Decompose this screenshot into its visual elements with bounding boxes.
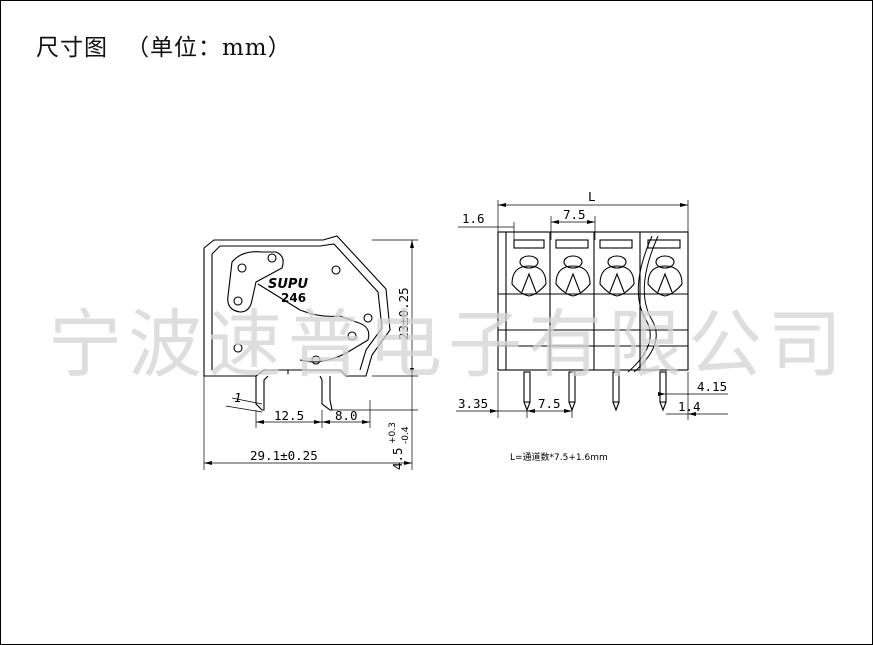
- front-pin-1: [523, 371, 531, 412]
- dim-text-tol-minus: -0.4: [401, 426, 411, 444]
- wire-entry-2: [555, 255, 591, 297]
- clamp-spring: [257, 283, 370, 363]
- drawing-title: 尺寸图 （单位：mm）: [36, 28, 292, 62]
- title-unit: （单位：mm）: [126, 35, 292, 61]
- spring-lever-plate: [227, 251, 284, 313]
- hole-2: [267, 253, 277, 263]
- formula-text: L=通道数*7.5+1.6mm: [510, 451, 608, 463]
- dim-text-edge: 1.6: [462, 211, 485, 226]
- break-line-2: [633, 235, 659, 373]
- front-view: [456, 200, 728, 420]
- break-line: [627, 235, 653, 373]
- dim-text-pin-length: 4.5: [390, 447, 405, 470]
- front-pin-2: [568, 371, 576, 412]
- dim-text-pitch-bottom: 7.5: [538, 396, 561, 411]
- hole-7: [311, 355, 321, 365]
- dim-text-tol-plus: +0.3: [388, 422, 398, 444]
- dim-text-width: 29.1±0.25: [250, 448, 318, 463]
- hole-6: [347, 331, 357, 341]
- dim-text-height: 23±0.25: [396, 287, 411, 340]
- title-main: 尺寸图: [36, 35, 108, 61]
- dim-arrows-right: [658, 392, 696, 416]
- dim-text-pin-offset: 12.5: [274, 408, 304, 423]
- hole-3: [233, 296, 243, 306]
- pin-right: [319, 375, 333, 411]
- hole-4: [331, 265, 341, 275]
- hole-5: [363, 313, 373, 323]
- dim-text-L: L: [588, 189, 596, 204]
- pin-left: [255, 375, 269, 411]
- side-housing-outline: [203, 235, 391, 377]
- dim-text-thickness: 1: [234, 390, 242, 405]
- hole-1: [237, 263, 247, 273]
- dim-leader-thickness: [225, 405, 263, 413]
- dim-text-pin-right: 4.15: [697, 379, 727, 394]
- front-pin-4: [659, 371, 667, 412]
- logo-supu: SUPU: [268, 277, 308, 292]
- dim-text-pitch-top: 7.5: [563, 207, 586, 222]
- slot-1: [513, 239, 545, 249]
- dim-text-pin-pitch: 8.0: [335, 408, 358, 423]
- dim-text-pin-left: 3.35: [458, 396, 488, 411]
- slot-2: [555, 239, 589, 249]
- slot-3: [599, 239, 633, 249]
- dim-text-pin-right-small: 1.4: [678, 399, 701, 414]
- front-body: [497, 231, 689, 371]
- wire-entry-1: [511, 255, 547, 297]
- hole-8: [233, 343, 243, 353]
- front-pin-3: [612, 371, 620, 412]
- dim-arrows-bottom: [490, 409, 572, 413]
- dim-leader-thickness-2: [231, 397, 263, 405]
- side-housing-inner: [211, 243, 383, 371]
- side-view: [203, 235, 418, 470]
- slot-4: [647, 239, 681, 249]
- wire-entry-3: [599, 255, 635, 297]
- model-number: 246: [281, 291, 306, 305]
- wire-entry-4: [647, 255, 683, 297]
